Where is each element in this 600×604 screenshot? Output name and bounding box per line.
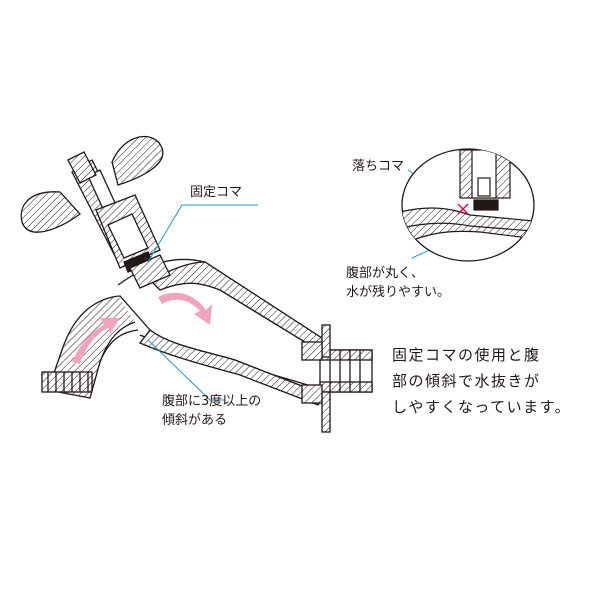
label-belly-slope-1: 腹部に3度以上の: [162, 394, 262, 409]
handle-assembly: [20, 135, 171, 289]
cross-mark: [457, 203, 469, 215]
flow-arrow-up: [72, 318, 120, 364]
label-belly-round-1: 腹部が丸く、: [346, 266, 425, 281]
inset-detail: [401, 148, 535, 262]
label-belly-round-2: 水が残りやすい。: [346, 285, 451, 300]
caption-line-1: 固定コマの使用と腹: [392, 346, 541, 364]
caption: 固定コマの使用と腹 部の傾斜で水抜きが しやすくなっています。: [392, 342, 571, 420]
flow-arrow-down: [158, 292, 212, 325]
caption-line-3: しやすくなっています。: [392, 398, 572, 416]
leader-belly-slope: [147, 339, 225, 401]
caption-line-2: 部の傾斜で水抜きが: [392, 372, 541, 390]
leader-fixed-koma: [147, 204, 258, 263]
label-fixed-koma: 固定コマ: [190, 185, 243, 200]
label-falling-koma: 落ちコマ: [352, 159, 405, 174]
faucet-body: [41, 258, 373, 433]
flow-arrows: [72, 292, 212, 364]
label-belly-slope-2: 傾斜がある: [162, 413, 228, 428]
